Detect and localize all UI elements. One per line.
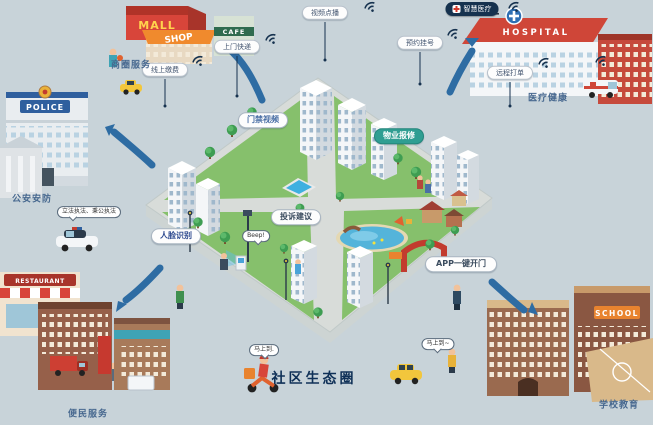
connector-dots (163, 58, 512, 108)
map-pill-app-door: APP一键开门 (425, 256, 497, 272)
cloud-pill-print: 远程打单 (487, 65, 533, 81)
label-convenience-text: 便民服务 (67, 409, 109, 420)
police-cluster: POLICE (0, 85, 98, 252)
cloud-pill-delivery-label: 上门快递 (223, 42, 251, 51)
taxi (390, 364, 422, 385)
label-school-text: 学校教育 (598, 400, 640, 411)
apartment-towers (168, 80, 479, 308)
cloud-pill-payment: 线上缴费 (142, 62, 188, 78)
shop-sign: SHOP (164, 32, 194, 46)
map-pill-complaints: 投诉建议 (271, 209, 321, 225)
label-hospital: 医疗健康 (528, 91, 568, 104)
cloud-connectors (164, 22, 511, 106)
police-speech-text: 立法执法、秉公执法 (61, 208, 117, 216)
cloud-pill-payment-label: 线上缴费 (151, 65, 179, 74)
label-police: 公安安防 (12, 192, 52, 205)
school-cluster: SCHOOL (487, 286, 653, 402)
label-convenience: 便民服务 (68, 407, 108, 420)
cloud-pill-video: 视频点播 (302, 5, 348, 21)
map-pill-face-recognition-label: 人脸识别 (160, 231, 192, 241)
wifi-icon (363, 0, 379, 16)
taxi-speech-text: 马上到~ (426, 340, 450, 348)
label-shops-text: 商圈服务 (110, 60, 152, 71)
taxi-speech-bubble: 马上到~ (421, 338, 455, 350)
cafe-sign: CAFE (223, 28, 246, 36)
mall-sign: MALL (138, 19, 175, 32)
hospital-cluster: HOSPITAL (462, 7, 652, 104)
label-hospital-text: 医疗健康 (527, 93, 569, 104)
wifi-icon (264, 32, 280, 48)
police-sign: POLICE (26, 103, 64, 112)
delivery-speech-text: 马上到. (254, 346, 274, 354)
map-pill-complaints-label: 投诉建议 (280, 212, 312, 222)
gate-beep-bubble: Beep! (242, 230, 270, 242)
cloud-pill-video-label: 视频点播 (311, 8, 339, 17)
yellow-mini-car (120, 80, 142, 95)
cloud-pill-appointment: 预约挂号 (397, 35, 443, 51)
map-pill-property-repair: 物业报修 (374, 128, 424, 144)
smart-health-badge: 智慧医疗 (445, 2, 499, 16)
school-sign: SCHOOL (595, 309, 639, 318)
map-pill-access-video: 门禁视频 (238, 112, 288, 128)
delivery-scooter (244, 354, 279, 393)
page-title: 社区生态圈 (272, 368, 357, 388)
map-pill-property-repair-label: 物业报修 (383, 131, 415, 141)
label-shops: 商圈服务 (111, 58, 151, 71)
cloud-pill-delivery: 上门快递 (214, 39, 260, 55)
cloud-pill-print-label: 远程打单 (496, 68, 524, 77)
small-houses (419, 190, 468, 227)
map-pill-face-recognition: 人脸识别 (151, 228, 201, 244)
convenience-cluster: RESTAURANT (0, 272, 170, 391)
gate-beep-text: Beep! (247, 232, 265, 240)
smart-health-badge-label: 智慧医疗 (463, 5, 492, 13)
vehicle-gate-arch (389, 239, 447, 272)
cloud-pill-appointment-label: 预约挂号 (406, 38, 434, 47)
page-title-text: 社区生态圈 (271, 371, 357, 387)
delivery-truck (50, 356, 88, 376)
restaurant-sign: RESTAURANT (15, 278, 65, 285)
police-speech-bubble: 立法执法、秉公执法 (56, 206, 122, 218)
ambulance (584, 80, 618, 98)
police-car (56, 227, 98, 252)
label-school: 学校教育 (599, 398, 639, 411)
delivery-speech-bubble: 马上到. (249, 344, 279, 356)
hospital-sign: HOSPITAL (503, 28, 570, 38)
wifi-icon (446, 27, 462, 43)
map-pill-app-door-label: APP一键开门 (436, 259, 486, 269)
red-cross-icon (452, 5, 461, 13)
label-police-text: 公安安防 (11, 194, 53, 205)
map-pill-access-video-label: 门禁视频 (247, 115, 279, 125)
